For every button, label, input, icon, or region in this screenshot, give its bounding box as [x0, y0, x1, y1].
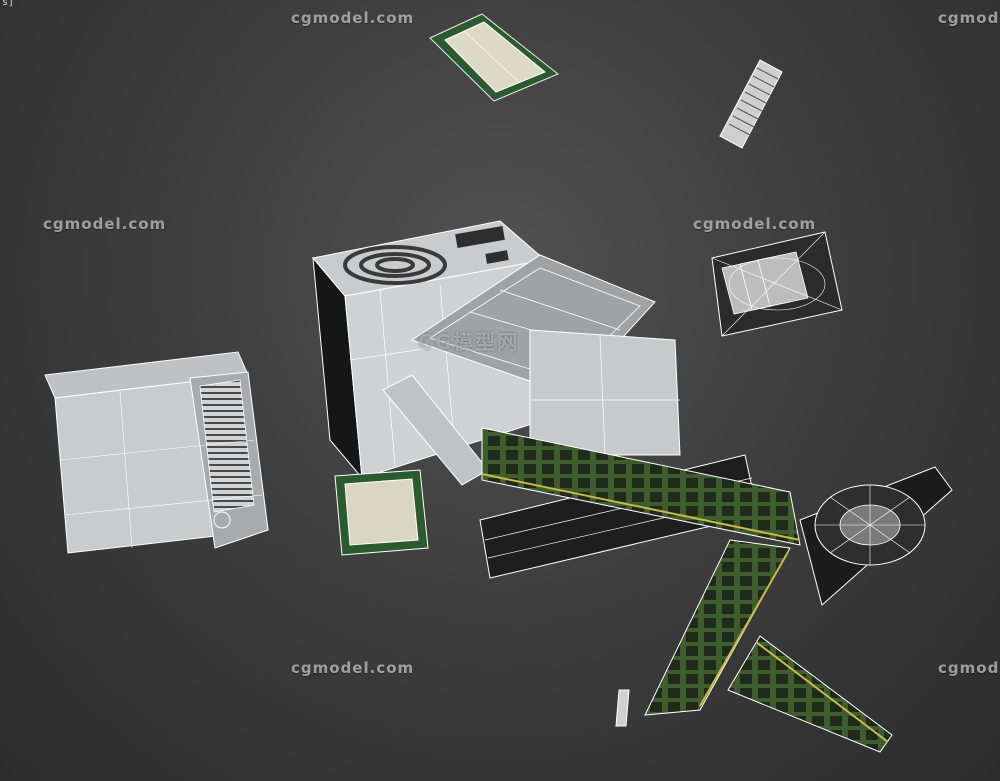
- watermark-text: cgmodel.com: [938, 9, 1000, 27]
- watermark-text: cgmodel.com: [291, 9, 415, 27]
- watermark-text: cgmodel.com: [938, 659, 1000, 677]
- viewport-label[interactable]: s]: [2, 0, 15, 8]
- cpu-cooler-fan[interactable]: [711, 231, 843, 337]
- watermark-text: cgmodel.com: [693, 215, 817, 233]
- center-watermark-logo: CG模型网: [418, 330, 520, 354]
- cpu-chip-middle[interactable]: [334, 469, 429, 556]
- ram-stick[interactable]: [481, 427, 801, 546]
- watermark-text: cgmodel.com: [291, 659, 415, 677]
- small-connector[interactable]: [615, 689, 630, 727]
- pc-case-left[interactable]: [44, 351, 269, 554]
- heatsink-small[interactable]: [719, 59, 783, 149]
- cpu-chip-top[interactable]: [429, 13, 559, 102]
- ram-stick-bottom[interactable]: [644, 539, 893, 753]
- case-fan[interactable]: [799, 466, 953, 606]
- watermark-text: cgmodel.com: [43, 215, 167, 233]
